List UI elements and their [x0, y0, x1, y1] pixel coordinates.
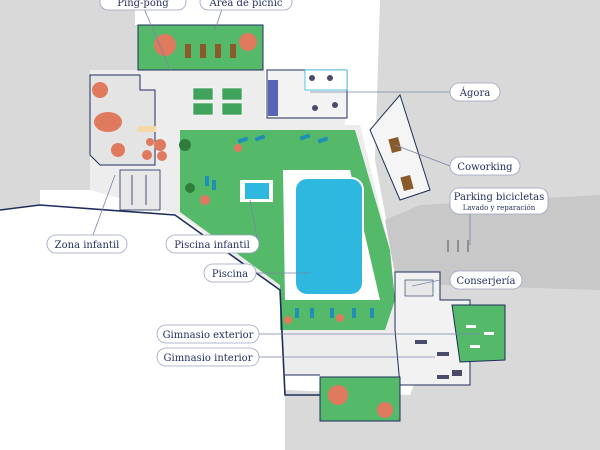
label-conserjeria: Conserjería — [449, 270, 523, 290]
pool-umbrellas — [200, 144, 344, 324]
label-gimnasio-exterior: Gimnasio exterior — [156, 324, 260, 344]
ping-pong-tables — [192, 87, 243, 116]
label-parking-title: Parking bicicletas — [454, 192, 545, 203]
main-pool-water — [294, 177, 364, 296]
agora-screen — [268, 80, 278, 116]
umbrella-icon — [328, 385, 348, 405]
label-coworking: Coworking — [449, 156, 521, 176]
label-piscina-infantil: Piscina infantil — [165, 234, 260, 254]
sun-loungers — [205, 133, 374, 318]
neighbor-block-west — [0, 0, 140, 210]
label-gimnasio-interior: Gimnasio interior — [156, 347, 260, 367]
agora-room — [304, 69, 348, 91]
label-conserjeria-text: Conserjería — [457, 276, 516, 287]
label-piscina: Piscina — [203, 263, 257, 283]
gym-equipment-outdoor — [466, 325, 494, 348]
label-gimnasio-interior-text: Gimnasio interior — [164, 353, 253, 364]
picnic-tables — [185, 44, 236, 58]
sandbox — [138, 126, 156, 132]
label-coworking-text: Coworking — [457, 162, 513, 173]
bike-racks — [447, 240, 469, 252]
label-zona-infantil-text: Zona infantil — [55, 240, 120, 251]
concierge-desk — [404, 279, 434, 297]
picnic-outline — [137, 24, 264, 71]
label-piscina-infantil-text: Piscina infantil — [174, 240, 250, 251]
label-agora: Ágora — [449, 82, 501, 102]
label-agora-text: Ágora — [459, 87, 490, 99]
outdoor-gym-lawn — [451, 304, 506, 363]
kids-pool-water — [245, 183, 269, 199]
label-piscina-text: Piscina — [212, 269, 248, 280]
kids-play-elements — [92, 82, 167, 161]
label-ping-pong-text: Ping-pong — [117, 0, 169, 9]
agora-seating — [309, 75, 338, 111]
palm-trees — [179, 139, 195, 193]
leader-lines — [89, 5, 480, 358]
label-parking-subtitle: Lavado y reparación — [463, 204, 536, 212]
umbrella-icon — [239, 33, 257, 51]
label-zona-infantil: Zona infantil — [46, 234, 128, 254]
label-area-picnic-text: Área de picnic — [209, 0, 283, 9]
label-area-picnic: Área de picnic — [199, 0, 293, 11]
bike-parking-area — [385, 195, 600, 290]
label-ping-pong: Ping-pong — [99, 0, 187, 11]
umbrella-icon — [377, 402, 393, 418]
label-gimnasio-exterior-text: Gimnasio exterior — [163, 330, 254, 341]
umbrella-icon — [154, 34, 176, 56]
label-parking-bicicletas: Parking bicicletas Lavado y reparación — [449, 187, 549, 215]
kids-building — [119, 169, 161, 211]
gym-equipment-indoor — [415, 340, 462, 379]
